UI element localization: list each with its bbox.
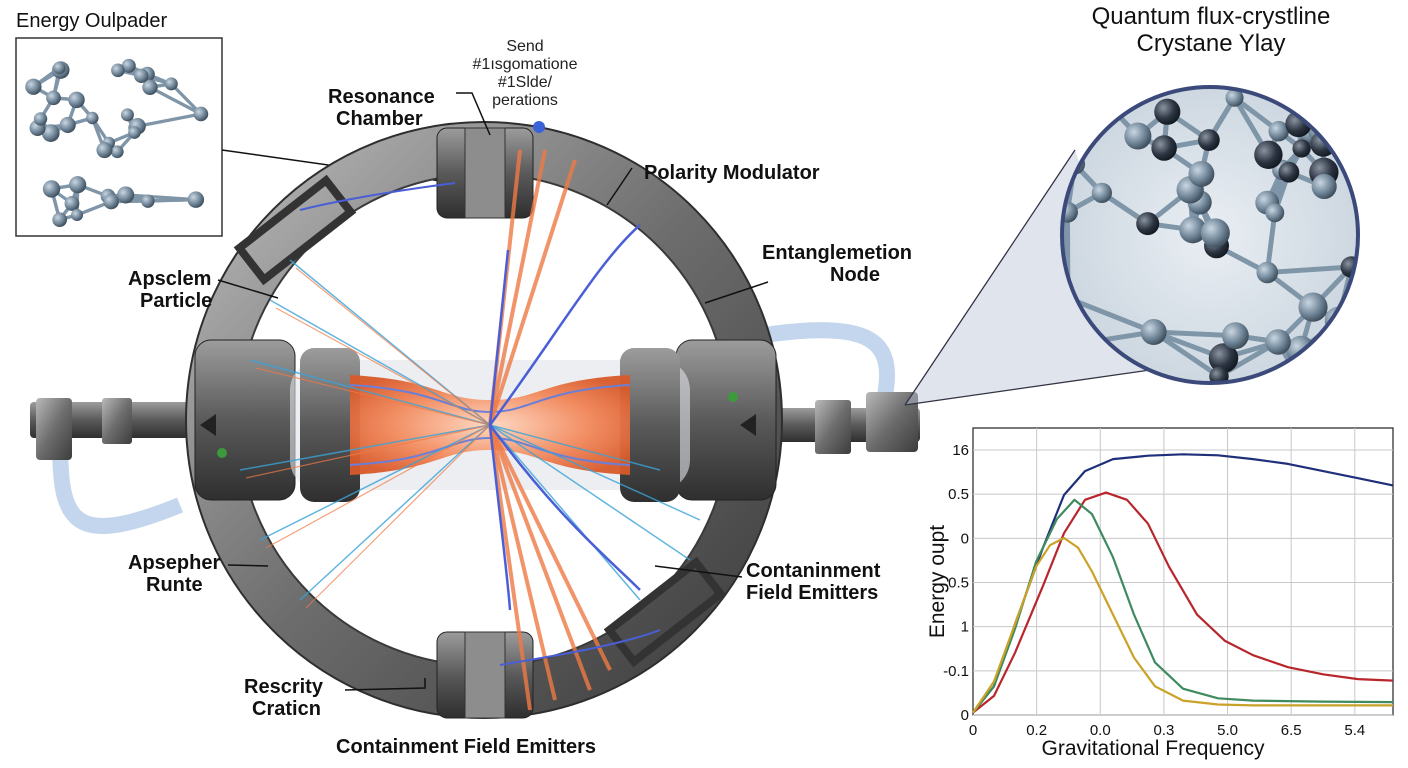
resonance-line2: Chamber (336, 108, 423, 131)
quantum-title-line1: Quantum flux-crystline (1091, 3, 1331, 30)
right-pipe (763, 322, 920, 454)
label-resonance-chamber: Resonance Chamber (328, 86, 435, 131)
label-apsepher-runte: Apsepher Runte (128, 552, 220, 597)
send-line2: #1ısgomatione (472, 55, 578, 73)
quantum-title-line2: Crystane Ylay (1136, 29, 1286, 57)
label-containment-bottom: Containment Field Emitters (336, 736, 597, 758)
label-entanglement-node: Entanglemetion Node (762, 242, 912, 287)
send-line3: #1Slde/ (497, 73, 553, 91)
contain-right-line1: Contaninment (746, 560, 881, 582)
chart-x-tick-label: 0.0 (1090, 722, 1111, 739)
send-line4: perations (492, 91, 558, 109)
status-indicator-dot (533, 121, 545, 133)
chart-x-tick-label: 5.4 (1344, 722, 1365, 739)
left-pipe (30, 398, 210, 534)
apsclem-line2: Particle (140, 290, 213, 313)
chart-x-tick-label: 0.3 (1153, 722, 1174, 739)
chart-x-tick-label: 0.2 (1026, 722, 1047, 739)
chart-y-tick-label: 16 (952, 442, 969, 459)
chart-y-axis-label: Energy oupt (928, 525, 949, 638)
label-polarity-modulator: Polarity Modulator (644, 162, 820, 184)
label-containment-right: Contaninment Field Emitters (746, 560, 880, 605)
callout-lines (217, 92, 769, 691)
ring-connectors (194, 127, 777, 719)
energy-beams (239, 149, 701, 711)
chart-y-tick-label: 0.5 (948, 575, 969, 592)
rescrity-line1: Rescrity (244, 676, 323, 698)
chart-y-tick-label: 0 (961, 530, 969, 547)
apsepher-line2: Runte (146, 574, 203, 597)
entangle-line2: Node (830, 264, 880, 287)
chart-series-line-4 (972, 536, 1393, 714)
energy-chart: 0 0.2 0.0 0.3 5.0 6.5 5.4 16 0.5 0 0.5 1 -0.1 0Gravit… (928, 427, 1394, 760)
chart-x-tick-label: 0 (969, 722, 977, 739)
chart-y-tick-label: 1 (961, 619, 969, 636)
chart-x-tick-label: 6.5 (1281, 722, 1302, 739)
chart-x-axis-label: Gravitational Frequency (1042, 737, 1265, 760)
chart-y-tick-label: 0 (961, 707, 969, 724)
entangle-line1: Entanglemetion (762, 242, 913, 264)
label-quantum-title: Quantum flux-crystline Crystane Ylay (1066, 3, 1356, 58)
chart-x-tick-label: 5.0 (1217, 722, 1238, 739)
molecule-inset (25, 58, 209, 228)
label-energy-outpader: Energy Oulpader (16, 10, 168, 32)
rescrity-line2: Craticn (252, 698, 321, 721)
contain-right-line2: Field Emitters (746, 582, 879, 605)
chart-series-line-2 (972, 491, 1394, 714)
send-line1: Send (506, 38, 544, 55)
label-apsclem-particle: Apsclem Particle (128, 268, 212, 313)
chart-y-tick-label: -0.1 (943, 663, 969, 680)
apsepher-line1: Apsepher (128, 552, 221, 574)
resonance-line1: Resonance (328, 86, 435, 108)
label-send-operations: Send #1ısgomatione #1Slde/ perations (440, 38, 610, 110)
apsclem-line1: Apsclem (128, 268, 212, 290)
chart-plot-area (972, 427, 1394, 716)
chart-y-tick-label: 0.5 (948, 486, 969, 503)
label-rescrity-craticn: Rescrity Craticn (244, 676, 323, 721)
